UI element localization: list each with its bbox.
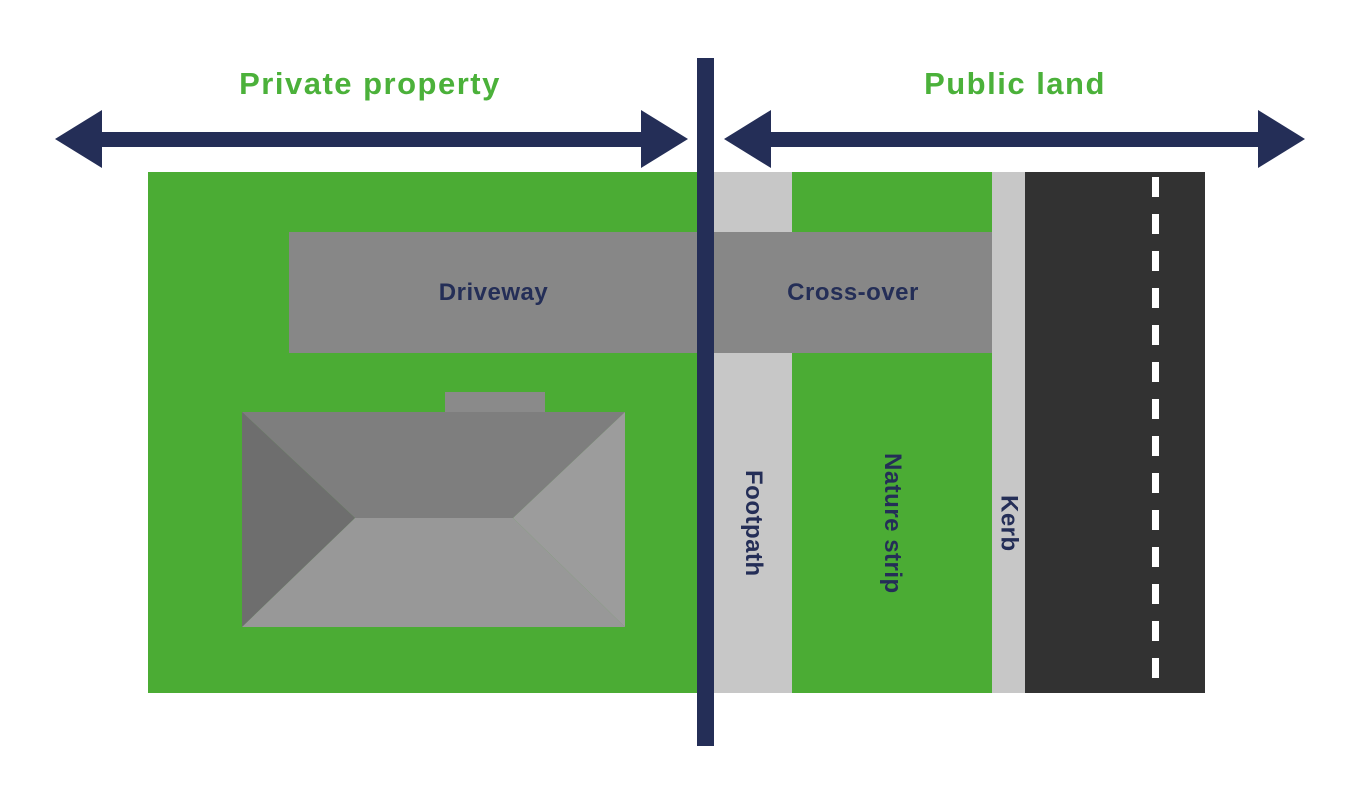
boundary-line bbox=[697, 58, 714, 746]
road-area bbox=[1025, 172, 1205, 693]
arrow-left-head-icon bbox=[724, 110, 771, 168]
public-land-label: Public land bbox=[924, 66, 1106, 101]
road-centerline bbox=[1152, 177, 1159, 688]
crossover-label: Cross-over bbox=[787, 278, 919, 306]
private-property-extent-arrow bbox=[55, 110, 688, 168]
arrow-right-head-icon bbox=[641, 110, 688, 168]
driveway-area: Driveway bbox=[289, 232, 698, 353]
roof-top-face bbox=[242, 412, 625, 518]
nature-strip-label: Nature strip bbox=[879, 452, 906, 594]
arrow-shaft bbox=[771, 131, 1258, 147]
arrow-right-head-icon bbox=[1258, 110, 1305, 168]
roof-bottom-face bbox=[242, 518, 625, 627]
kerb-label: Kerb bbox=[995, 494, 1023, 552]
roof-right-face bbox=[513, 412, 625, 627]
footpath-label: Footpath bbox=[740, 469, 767, 577]
crossover-area: Cross-over bbox=[714, 232, 992, 353]
private-property-label: Private property bbox=[239, 66, 501, 101]
roof-left-face bbox=[242, 412, 355, 627]
public-land-extent-arrow bbox=[724, 110, 1305, 168]
arrow-shaft bbox=[102, 131, 641, 147]
kerb-strip bbox=[992, 172, 1025, 693]
driveway-label: Driveway bbox=[438, 278, 549, 306]
arrow-left-head-icon bbox=[55, 110, 102, 168]
house-icon bbox=[242, 392, 625, 627]
